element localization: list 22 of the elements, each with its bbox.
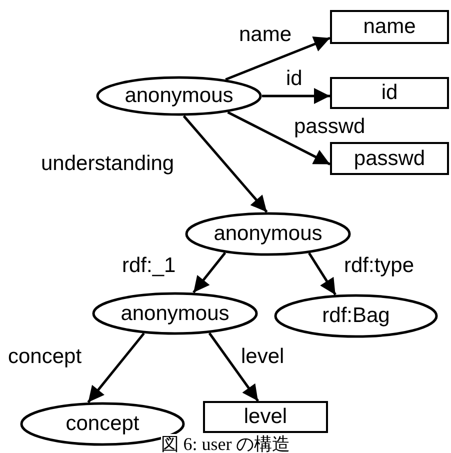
arrow bbox=[225, 36, 330, 81]
caption: 図 6: user の構造 bbox=[160, 434, 290, 453]
edge-label: passwd bbox=[293, 116, 366, 138]
arrow bbox=[262, 88, 330, 104]
arrow bbox=[308, 252, 336, 296]
arrow bbox=[227, 111, 331, 166]
resource-ellipse: anonymous bbox=[92, 292, 258, 335]
edge-label: rdf:type bbox=[343, 255, 416, 277]
edge-label: understanding bbox=[40, 153, 176, 175]
value-box: id bbox=[330, 77, 449, 109]
edge-label: rdf:_1 bbox=[121, 255, 177, 277]
arrow bbox=[208, 332, 260, 402]
value-box: passwd bbox=[330, 142, 449, 175]
arrow bbox=[87, 332, 145, 404]
value-box: name bbox=[330, 10, 449, 44]
resource-ellipse: anonymous bbox=[96, 76, 262, 116]
value-box: level bbox=[203, 401, 328, 433]
resource-ellipse: rdf:Bag bbox=[274, 294, 438, 338]
resource-ellipse: anonymous bbox=[185, 212, 351, 256]
arrow bbox=[192, 252, 226, 294]
edge-label: concept bbox=[7, 346, 83, 368]
arrow bbox=[182, 115, 268, 213]
